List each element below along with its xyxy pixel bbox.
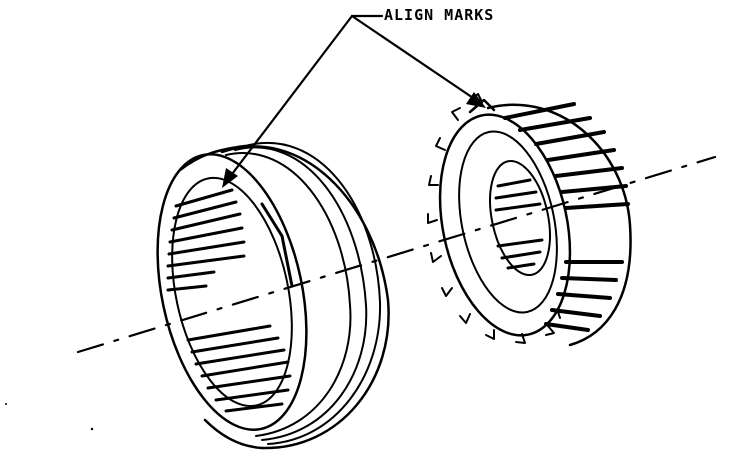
hub-rim-teeth bbox=[427, 93, 561, 344]
sleeve-inner-bore bbox=[171, 176, 293, 408]
hub-bore-splines bbox=[494, 178, 544, 270]
speck bbox=[90, 427, 94, 431]
sleeve-rim-back bbox=[220, 145, 390, 450]
hub-align-tooth bbox=[468, 98, 496, 114]
arrowhead-sleeve bbox=[222, 168, 238, 188]
hub-inner-ring bbox=[458, 130, 558, 314]
leader-line-to-hub bbox=[350, 14, 484, 106]
hub-front-face bbox=[438, 113, 572, 337]
sleeve-groove-3 bbox=[225, 152, 352, 437]
sleeve-bottom-edge bbox=[203, 418, 264, 450]
synchronizer-sleeve bbox=[156, 141, 390, 450]
speck bbox=[5, 403, 7, 405]
sleeve-groove-2 bbox=[234, 146, 368, 441]
leader-line-to-sleeve bbox=[224, 14, 354, 184]
sleeve-groove-1 bbox=[244, 141, 382, 445]
sleeve-front-face bbox=[156, 153, 308, 431]
align-marks-leaders bbox=[222, 14, 486, 188]
hub-bore bbox=[489, 159, 551, 277]
sleeve-inner-splines bbox=[166, 188, 294, 413]
gear-hub bbox=[427, 93, 632, 347]
hub-outer-splines bbox=[503, 102, 630, 332]
align-marks-label: ALIGN MARKS bbox=[384, 6, 495, 24]
arrowhead-hub bbox=[466, 92, 486, 108]
